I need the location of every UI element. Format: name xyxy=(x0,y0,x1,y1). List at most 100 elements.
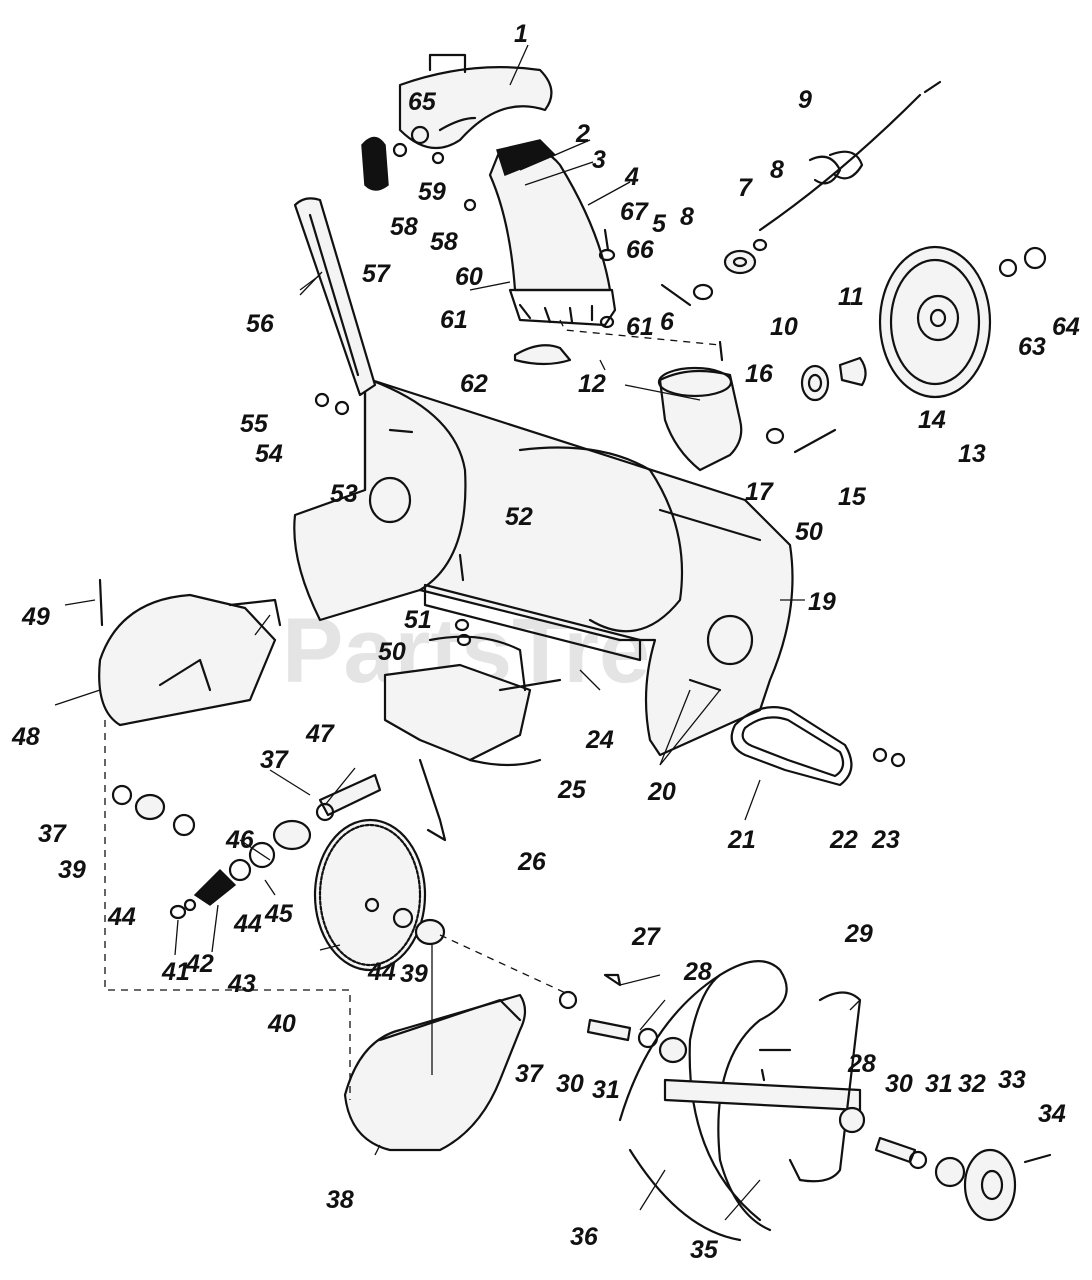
washer-44b xyxy=(392,907,414,929)
chute-support-bar xyxy=(293,197,377,397)
callout-65: 65 xyxy=(408,88,437,116)
nut-50 xyxy=(456,633,472,647)
bushing-39b xyxy=(414,918,446,946)
bolt-29 xyxy=(760,1068,766,1082)
callout-17: 17 xyxy=(745,478,774,506)
discharge-chute xyxy=(488,139,617,327)
bolt-15 xyxy=(793,428,837,454)
callout-50b: 50 xyxy=(795,518,823,546)
callout-37a: 37 xyxy=(38,820,67,848)
nut-41 xyxy=(169,904,187,920)
callout-7: 7 xyxy=(738,174,753,202)
assembly-line-48 xyxy=(104,720,351,1100)
callout-67: 67 xyxy=(620,198,649,226)
bearing xyxy=(800,364,830,402)
callout-31b: 31 xyxy=(925,1070,953,1098)
callout-28a: 28 xyxy=(683,958,712,986)
callout-20: 20 xyxy=(647,778,676,806)
nut-64 xyxy=(1023,246,1047,270)
callout-6: 6 xyxy=(660,308,675,336)
chute-base xyxy=(657,366,743,472)
gearbox-housing xyxy=(343,993,527,1152)
callout-3: 3 xyxy=(592,146,606,174)
callout-30b: 30 xyxy=(885,1070,913,1098)
callout-61b: 61 xyxy=(626,313,654,341)
callout-39b: 39 xyxy=(400,960,428,988)
callout-64: 64 xyxy=(1052,313,1080,341)
callout-27: 27 xyxy=(631,923,661,951)
callout-44b: 44 xyxy=(233,910,262,938)
callout-23: 23 xyxy=(871,826,900,854)
callout-40: 40 xyxy=(267,1010,296,1038)
callout-41: 41 xyxy=(161,958,190,986)
callout-39a: 39 xyxy=(58,856,86,884)
callout-1: 1 xyxy=(514,20,528,48)
callout-62: 62 xyxy=(460,370,488,398)
nut-22 xyxy=(872,747,888,763)
bearing-flange xyxy=(963,1148,1017,1222)
washer-16 xyxy=(765,427,785,445)
bushing-39 xyxy=(134,793,166,821)
callout-15: 15 xyxy=(838,483,867,511)
callout-52: 52 xyxy=(505,503,533,531)
assembly-line-chute xyxy=(559,319,721,346)
bolt-53 xyxy=(388,428,414,434)
callout-55: 55 xyxy=(240,410,269,438)
callout-47: 47 xyxy=(305,720,335,748)
drive-belt xyxy=(730,706,853,787)
spacer xyxy=(838,356,867,387)
leader-lines xyxy=(54,44,861,1221)
bolt-20 xyxy=(688,678,722,692)
nut-55 xyxy=(314,392,330,408)
callout-24: 24 xyxy=(585,726,614,754)
callout-66: 66 xyxy=(626,236,655,264)
callout-19: 19 xyxy=(808,588,836,616)
callout-53: 53 xyxy=(330,480,358,508)
bolt-49 xyxy=(98,578,104,627)
bolt-34 xyxy=(1023,1153,1052,1164)
callout-44c: 44 xyxy=(367,958,396,986)
callout-56: 56 xyxy=(246,310,275,338)
washer-51 xyxy=(454,618,470,632)
auger xyxy=(618,960,862,1242)
washer-44 xyxy=(172,813,196,837)
drive-shaft-cable xyxy=(758,80,942,232)
callout-59: 59 xyxy=(418,178,446,206)
washer-58 xyxy=(392,142,408,158)
washer-60 xyxy=(463,198,477,212)
callout-5: 5 xyxy=(652,210,667,238)
washer-31a xyxy=(637,1027,659,1049)
bearing-28a xyxy=(658,1036,688,1064)
large-gear xyxy=(313,818,427,972)
callout-8a: 8 xyxy=(770,156,784,184)
washer-63 xyxy=(998,258,1018,278)
washer-54 xyxy=(334,400,350,416)
callout-9: 9 xyxy=(798,86,812,114)
callout-37b: 37 xyxy=(260,746,289,774)
callout-63: 63 xyxy=(1018,333,1046,361)
nut-61 xyxy=(599,315,615,329)
washer-45 xyxy=(248,841,276,869)
callout-61a: 61 xyxy=(440,306,468,334)
bearing-28b xyxy=(838,1106,866,1134)
callout-16: 16 xyxy=(745,360,774,388)
washer-66 xyxy=(598,248,616,262)
bushing-46 xyxy=(272,819,312,851)
callout-35: 35 xyxy=(690,1236,719,1264)
washer-44c xyxy=(228,858,252,882)
assembly-line-39 xyxy=(439,934,571,996)
washer-8-inner xyxy=(732,256,748,268)
callout-12: 12 xyxy=(578,370,606,398)
auger-housing xyxy=(293,376,794,757)
callout-13: 13 xyxy=(958,440,986,468)
callout-50a: 50 xyxy=(378,638,406,666)
washer-31b xyxy=(908,1150,928,1170)
impeller xyxy=(383,635,562,842)
shaft-30a xyxy=(586,1018,632,1042)
callout-60: 60 xyxy=(455,263,483,291)
pin-27 xyxy=(603,973,622,987)
chute-plate xyxy=(513,344,572,366)
bearing-32 xyxy=(934,1156,966,1188)
pinion-gear xyxy=(193,868,237,906)
